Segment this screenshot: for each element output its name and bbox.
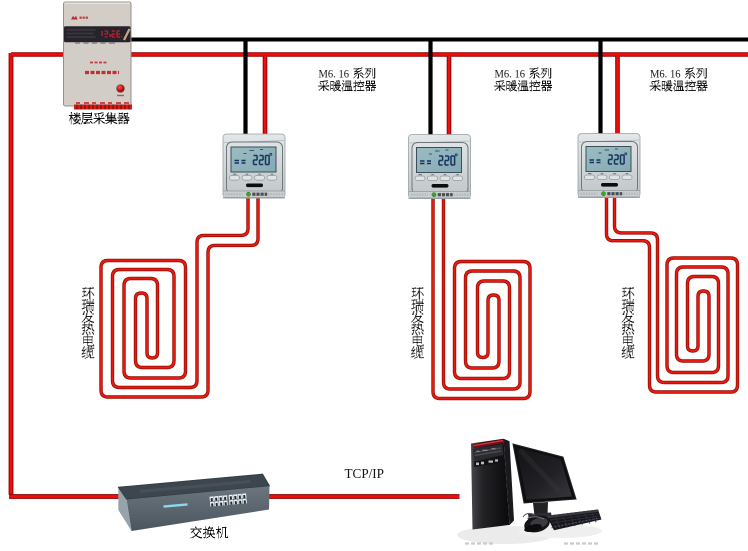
svg-text:M6. 16: M6. 16	[319, 67, 350, 81]
svg-text:M6. 16: M6. 16	[495, 67, 526, 81]
svg-text:M6. 16: M6. 16	[650, 67, 681, 81]
svg-text:TCP/IP: TCP/IP	[345, 467, 385, 482]
